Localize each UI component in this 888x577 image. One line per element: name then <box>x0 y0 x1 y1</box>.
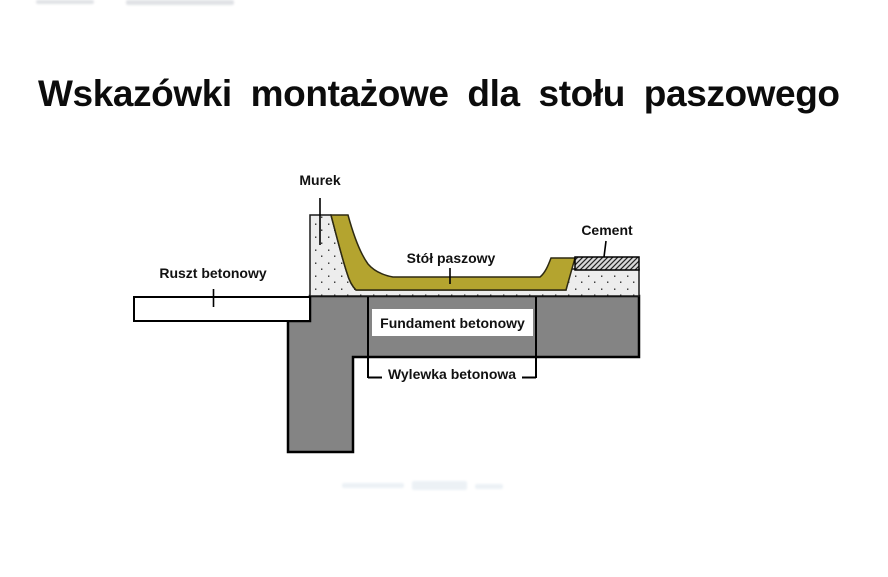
feed-table-surface-shape <box>330 214 576 291</box>
cement-pointer-line <box>603 240 607 258</box>
cement-hatch-block <box>574 256 640 271</box>
fundament-betonowy-label: Fundament betonowy <box>380 314 525 331</box>
concrete-grate-slab <box>133 296 311 322</box>
cement-label: Cement <box>581 222 633 238</box>
fundament-betonowy-label-box: Fundament betonowy <box>372 309 533 336</box>
faint-artifact-bottom-2 <box>412 481 467 490</box>
cropped-text-artifact-top-1 <box>36 0 94 4</box>
page-title: Wskazówki montażowe dla stołu paszowego <box>38 73 840 114</box>
wylewka-betonowa-label: Wylewka betonowa <box>382 366 522 382</box>
ruszt-betonowy-label: Ruszt betonowy <box>159 265 267 281</box>
faint-artifact-bottom-1 <box>342 483 404 488</box>
faint-artifact-bottom-3 <box>475 484 503 489</box>
stol-paszowy-label: Stół paszowy <box>406 250 496 266</box>
murek-label: Murek <box>299 172 341 188</box>
cropped-text-artifact-top-2 <box>126 0 234 5</box>
